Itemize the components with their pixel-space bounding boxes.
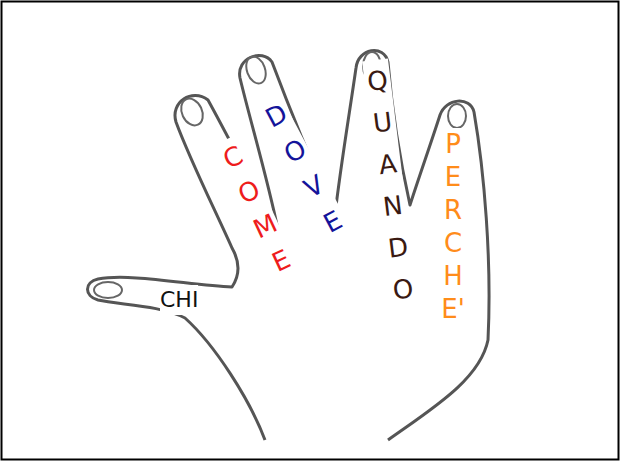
question-word: PERCHE' bbox=[440, 128, 466, 326]
hand-shape bbox=[88, 51, 490, 440]
fingernail bbox=[243, 54, 269, 86]
fingernail bbox=[94, 282, 122, 298]
question-word: QUANDO bbox=[362, 58, 419, 311]
question-word: CHI bbox=[160, 285, 198, 315]
fingernail bbox=[448, 104, 466, 128]
fingernail bbox=[177, 95, 207, 129]
